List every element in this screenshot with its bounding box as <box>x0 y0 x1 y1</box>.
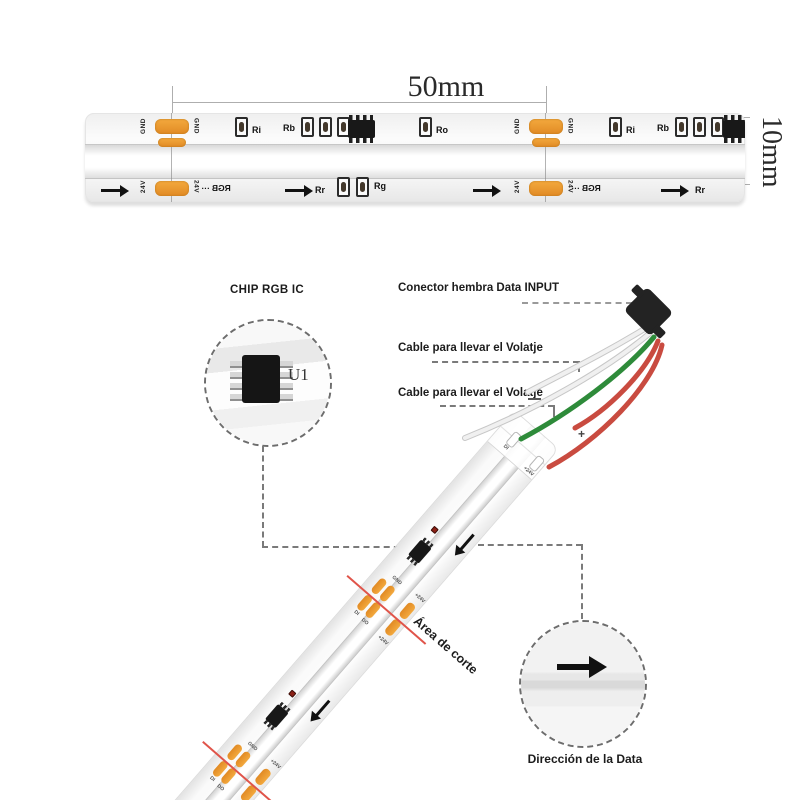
solder-pad-gnd <box>158 138 186 147</box>
resistor-label-rr: Rr <box>695 185 706 195</box>
chip-legs-right <box>280 361 293 401</box>
gnd-label: GND <box>566 118 574 134</box>
data-direction-circle <box>519 620 647 748</box>
lens-highlight <box>555 157 589 161</box>
leader-line <box>522 302 632 304</box>
leader-line <box>578 361 580 372</box>
resistor <box>675 117 688 137</box>
24v-label: 24V <box>514 180 521 194</box>
resistor-label-ro: Ro <box>436 125 448 135</box>
rgb-print-text: RGB ··· <box>571 183 601 193</box>
leader-line <box>581 544 583 619</box>
resistor <box>693 117 706 137</box>
red-wire <box>546 342 665 470</box>
resistor <box>319 117 332 137</box>
dim-50mm-label: 50mm <box>407 70 485 103</box>
rgb-print: RGB ··· <box>571 183 601 193</box>
data-direction-arrow <box>285 184 313 197</box>
cut-area-label: Área de corte <box>410 614 481 677</box>
cut-mark-line <box>545 113 546 202</box>
resistor-label-rr: Rr <box>315 185 326 195</box>
solder-pad-24v <box>155 181 189 196</box>
plus-symbol: + <box>578 427 586 441</box>
led-strip-perspective-view: DI +24V GND DO DI +24V +24V GND <box>138 410 559 800</box>
resistor-label-rb: Rb <box>283 123 295 133</box>
cut-pad <box>398 601 417 621</box>
leader-line <box>262 446 264 547</box>
red-wire <box>572 338 661 431</box>
rgb-ic-chip <box>348 120 375 138</box>
direction-arrow-head <box>589 656 607 678</box>
resistor <box>301 117 314 137</box>
solder-pad-gnd <box>532 138 560 147</box>
solder-pad-24v <box>529 181 563 196</box>
voltage-cable-label-2: Cable para llevar el Volatje <box>398 387 543 399</box>
24v-label: 24V <box>140 180 147 194</box>
pad-label-24v: +24V <box>413 592 427 605</box>
lens-highlight <box>340 157 370 161</box>
white-wire <box>525 325 649 395</box>
label-dash <box>528 398 541 400</box>
gnd-label: GND <box>192 118 200 134</box>
data-direction-arrow <box>315 699 331 717</box>
cob-lens-channel <box>85 144 745 179</box>
pad-label-di: DI <box>208 775 216 783</box>
resistor-label-rb: Rb <box>657 123 669 133</box>
pad-label-24v: +24V <box>376 634 390 647</box>
data-direction-arrow <box>459 533 475 551</box>
chip-legs-left <box>230 361 243 401</box>
leader-line <box>440 405 554 407</box>
chip-callout-title: CHIP RGB IC <box>230 284 305 296</box>
resistor-label-ri: Ri <box>252 125 261 135</box>
gnd-label: GND <box>140 118 147 134</box>
resistor <box>609 117 622 137</box>
dim-50mm-tick-left <box>172 86 173 116</box>
resistor-label-ri: Ri <box>626 125 635 135</box>
resistor <box>419 117 432 137</box>
dim-50mm-tick-right <box>546 86 547 116</box>
ic-legs <box>349 115 373 120</box>
ic-legs <box>349 138 373 143</box>
leader-line <box>553 405 555 417</box>
led-strip-top-view: GND GND 24V 24V Ri Rb Ro GND GND 24V 24V… <box>85 113 745 202</box>
rgb-print: RGB ··· <box>201 183 231 193</box>
lens-highlight <box>180 157 214 161</box>
ic-legs <box>724 115 745 120</box>
leader-line <box>432 361 579 363</box>
dim-10mm-label: 10mm <box>756 116 787 188</box>
solder-pad-gnd <box>529 119 563 134</box>
female-connector <box>623 286 674 337</box>
rgb-print-text: RGB ··· <box>201 183 231 193</box>
data-direction-arrow <box>661 184 689 197</box>
rgb-ic-chip <box>723 120 745 138</box>
cob-lens-channel <box>155 425 546 800</box>
24v-label: 24V <box>566 180 574 194</box>
white-wire <box>526 326 648 394</box>
data-direction-label: Dirección de la Data <box>527 752 643 766</box>
strip-texture <box>521 622 645 746</box>
leader-line <box>262 546 410 548</box>
data-direction-arrow <box>101 184 129 197</box>
resistor-label-rg: Rg <box>374 181 386 191</box>
resistor <box>337 177 350 197</box>
data-direction-arrow <box>473 184 501 197</box>
cut-pad <box>253 767 273 787</box>
pad-label-24v: +24V <box>268 758 282 771</box>
pad-label-di: DI <box>352 609 361 617</box>
gnd-label: GND <box>514 118 521 134</box>
cut-mark-line <box>171 113 172 202</box>
voltage-cable-label-1: Cable para llevar el Volatje <box>398 342 543 354</box>
connector-label: Conector hembra Data INPUT <box>398 282 560 294</box>
chip-body <box>242 355 280 403</box>
chip-callout-circle: U1 <box>204 319 332 447</box>
solder-pad-gnd <box>155 119 189 134</box>
24v-label: 24V <box>192 180 200 194</box>
chip-designator: U1 <box>288 365 309 384</box>
ic-legs <box>724 138 745 143</box>
direction-arrow <box>557 664 591 670</box>
leader-line <box>478 544 582 546</box>
resistor <box>235 117 248 137</box>
dim-50mm-line <box>172 102 546 103</box>
resistor <box>356 177 369 197</box>
